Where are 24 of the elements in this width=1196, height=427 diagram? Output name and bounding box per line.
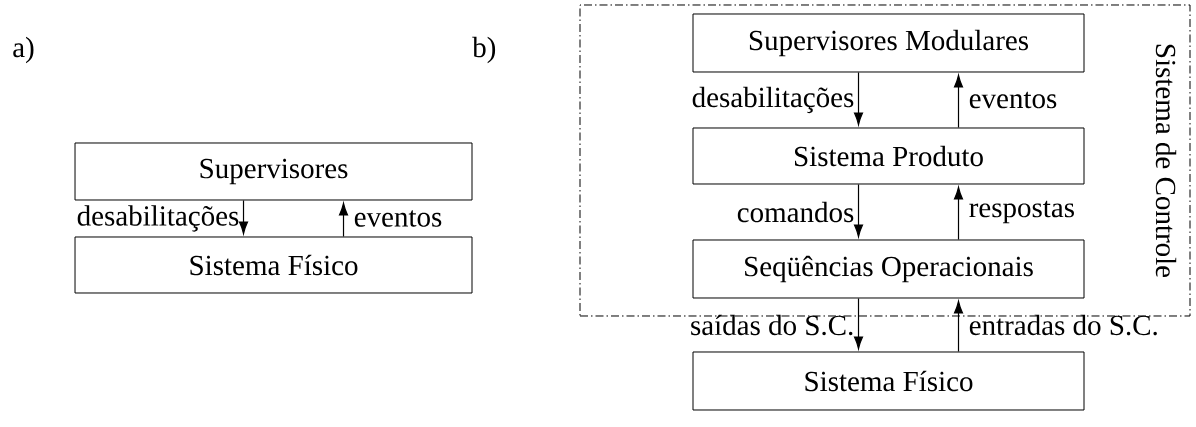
process-box: Sistema Produto [692, 127, 1085, 185]
edge-label: eventos [969, 91, 1057, 109]
arrow [953, 186, 964, 241]
process-box: Supervisores [74, 142, 473, 201]
edge-label: entradas do S.C. [969, 314, 1157, 336]
arrow [853, 183, 864, 238]
arrow [953, 300, 964, 353]
process-box: Supervisores Modulares [692, 13, 1085, 73]
panel-label: a) [13, 36, 34, 64]
edge-label: eventos [354, 210, 442, 227]
process-box: Sistema Físico [692, 351, 1085, 411]
edge-label: saídas do S.C. [691, 314, 853, 336]
arrow [338, 202, 349, 238]
process-box: Seqüências Operacionais [692, 239, 1085, 299]
edge-label: respostas [969, 200, 1074, 224]
edge-label: desabilitações [692, 86, 854, 114]
arrow [953, 74, 964, 129]
edge-label: desabilitações [77, 205, 239, 232]
arrow [238, 199, 249, 235]
process-box: Sistema Físico [74, 236, 473, 294]
panel-label: b) [472, 36, 496, 64]
arrow [853, 297, 864, 350]
edge-label: comandos [737, 201, 854, 223]
arrow [853, 71, 864, 126]
